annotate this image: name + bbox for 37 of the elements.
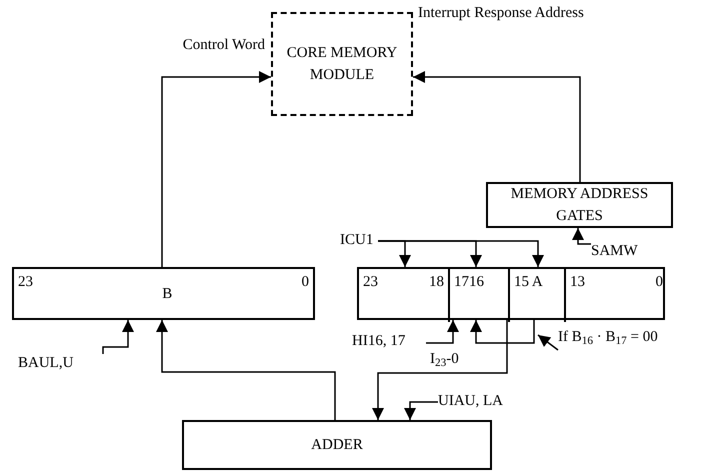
box-label: MEMORY ADDRESS GATES: [510, 184, 650, 226]
gates-box: [486, 182, 673, 228]
arrow: [413, 71, 581, 182]
edge-label: I$_{23}$-0: [430, 351, 459, 367]
bit-number: 23: [363, 273, 378, 292]
condition-label: If B$_{16}$ · B$_{17}$ = 00: [558, 329, 658, 345]
arrow: [404, 401, 438, 420]
memory-module-box: [271, 12, 413, 116]
signal-label: UIAU, LA: [438, 393, 503, 409]
edge-label: Interrupt Response Address: [418, 5, 584, 21]
bit-number: 15 A: [514, 273, 543, 292]
signal-label: ICU1: [340, 232, 374, 248]
register-box: [357, 267, 665, 320]
bit-number: 23: [18, 273, 33, 292]
bit-number: 18: [429, 273, 444, 292]
arrow: [161, 71, 271, 267]
signal-label: HI16, 17: [352, 333, 406, 349]
register-name: B: [162, 285, 172, 304]
arrow: [372, 320, 508, 420]
arrow: [572, 228, 591, 245]
arrow: [102, 320, 134, 354]
arrow: [378, 240, 544, 267]
arrow: [156, 320, 336, 420]
arrow: [470, 320, 535, 344]
box-label: CORE MEMORY MODULE: [286, 44, 398, 85]
arrow: [426, 320, 459, 344]
bit-number: 13: [570, 273, 585, 292]
signal-label: BAUL,U: [18, 355, 74, 371]
bit-number: 0: [301, 273, 309, 292]
bit-number: 1716: [454, 273, 484, 292]
edge-label: Control Word: [182, 37, 265, 53]
leader-line: [538, 334, 558, 351]
bit-number: 0: [656, 273, 663, 292]
adder-box: [182, 420, 492, 470]
box-label: ADDER: [311, 436, 363, 455]
register-box: [12, 267, 315, 320]
signal-label: SAMW: [591, 243, 638, 259]
